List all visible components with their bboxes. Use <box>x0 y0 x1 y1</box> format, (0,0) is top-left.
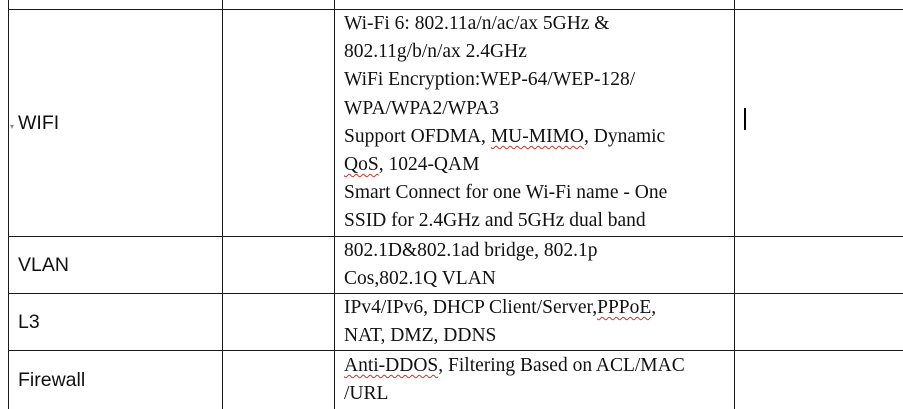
feature-label-cell: ▾ WIFI <box>8 9 223 237</box>
description-text: , Filtering Based on ACL/MAC <box>438 355 685 377</box>
blank-cell[interactable] <box>222 350 335 409</box>
description-cell[interactable]: IPv4/IPv6, DHCP Client/Server,PPPoE, NAT,… <box>334 292 735 352</box>
description-text: Smart Connect for one Wi-Fi name - One <box>344 182 668 204</box>
description-line: 802.11g/b/n/ax 2.4GHz <box>344 38 734 66</box>
description-line: WPA/WPA2/WPA3 <box>344 95 734 123</box>
feature-label: L3 <box>18 310 40 333</box>
feature-label-cell: Firewall <box>8 350 223 409</box>
blank-cell[interactable] <box>222 9 335 237</box>
blank-cell[interactable] <box>222 292 335 352</box>
description-cell[interactable]: Wi-Fi 6: 802.11a/n/ac/ax 5GHz & 802.11g/b… <box>334 9 735 237</box>
description-line: NAT, DMZ, DDNS <box>344 322 734 350</box>
blank-cell[interactable] <box>222 235 335 294</box>
description-text: , Dynamic <box>583 125 666 147</box>
description-text: /URL <box>344 383 389 405</box>
extra-cell[interactable] <box>734 350 903 409</box>
feature-label: VLAN <box>18 253 69 276</box>
description-text: 802.1D&802.1ad bridge, 802.1p <box>344 239 598 261</box>
description-line: Cos,802.1Q VLAN <box>344 265 734 293</box>
description-line: WiFi Encryption:WEP-64/WEP-128/ <box>344 66 734 94</box>
description-text: WiFi Encryption:WEP-64/WEP-128/ <box>344 69 636 91</box>
description-line: SSID for 2.4GHz and 5GHz dual band <box>344 207 734 235</box>
description-line: /URL <box>344 380 734 408</box>
table-row-l3: L3 IPv4/IPv6, DHCP Client/Server,PPPoE, N… <box>8 292 903 352</box>
description-line: QoS, 1024-QAM <box>344 151 734 179</box>
description-line: IPv4/IPv6, DHCP Client/Server,PPPoE, <box>344 294 734 322</box>
description-line: Smart Connect for one Wi-Fi name - One <box>344 179 734 207</box>
description-text: WPA/WPA2/WPA3 <box>344 97 499 119</box>
table-row-previous-end <box>8 0 903 10</box>
description-text: IPv4/IPv6, DHCP Client/Server, <box>344 296 598 318</box>
spellcheck-flagged-text: PPPoE <box>597 296 652 318</box>
description-text: Support OFDMA, <box>344 125 491 147</box>
spellcheck-flagged-text: QoS <box>344 153 379 175</box>
description-line: 802.1D&802.1ad bridge, 802.1p <box>344 237 734 265</box>
extra-cell[interactable] <box>734 235 903 294</box>
spec-table: ▾ WIFI Wi-Fi 6: 802.11a/n/ac/ax 5GHz & 80… <box>8 0 903 409</box>
description-text: , <box>651 296 657 318</box>
row-move-marker-icon: ▾ <box>10 122 15 131</box>
table-row-wifi: ▾ WIFI Wi-Fi 6: 802.11a/n/ac/ax 5GHz & 80… <box>8 9 903 237</box>
extra-cell[interactable] <box>734 292 903 352</box>
feature-label-cell: VLAN <box>8 235 223 294</box>
feature-label-cell: L3 <box>8 292 223 352</box>
description-text: NAT, DMZ, DDNS <box>344 325 497 347</box>
description-text: SSID for 2.4GHz and 5GHz dual band <box>344 210 646 232</box>
extra-cell[interactable] <box>734 9 903 237</box>
text-cursor <box>744 108 746 130</box>
description-line: Wi-Fi 6: 802.11a/n/ac/ax 5GHz & <box>344 10 734 38</box>
description-text: Wi-Fi 6: 802.11a/n/ac/ax 5GHz & <box>344 13 610 34</box>
description-line: Anti-DDOS, Filtering Based on ACL/MAC <box>344 352 734 380</box>
description-text: 802.11g/b/n/ax 2.4GHz <box>344 41 527 63</box>
spellcheck-flagged-text: MU-MIMO <box>490 125 584 147</box>
description-text: , 1024-QAM <box>378 153 480 175</box>
table-row-firewall: Firewall Anti-DDOS, Filtering Based on A… <box>8 350 903 409</box>
description-line: Support OFDMA, MU-MIMO, Dynamic <box>344 123 734 151</box>
spellcheck-flagged-text: Anti-DDOS <box>344 355 439 377</box>
feature-label: Firewall <box>18 369 86 392</box>
feature-label: WIFI <box>18 111 60 134</box>
description-cell[interactable]: Anti-DDOS, Filtering Based on ACL/MAC/UR… <box>334 350 735 409</box>
description-text: Cos,802.1Q VLAN <box>344 267 496 289</box>
